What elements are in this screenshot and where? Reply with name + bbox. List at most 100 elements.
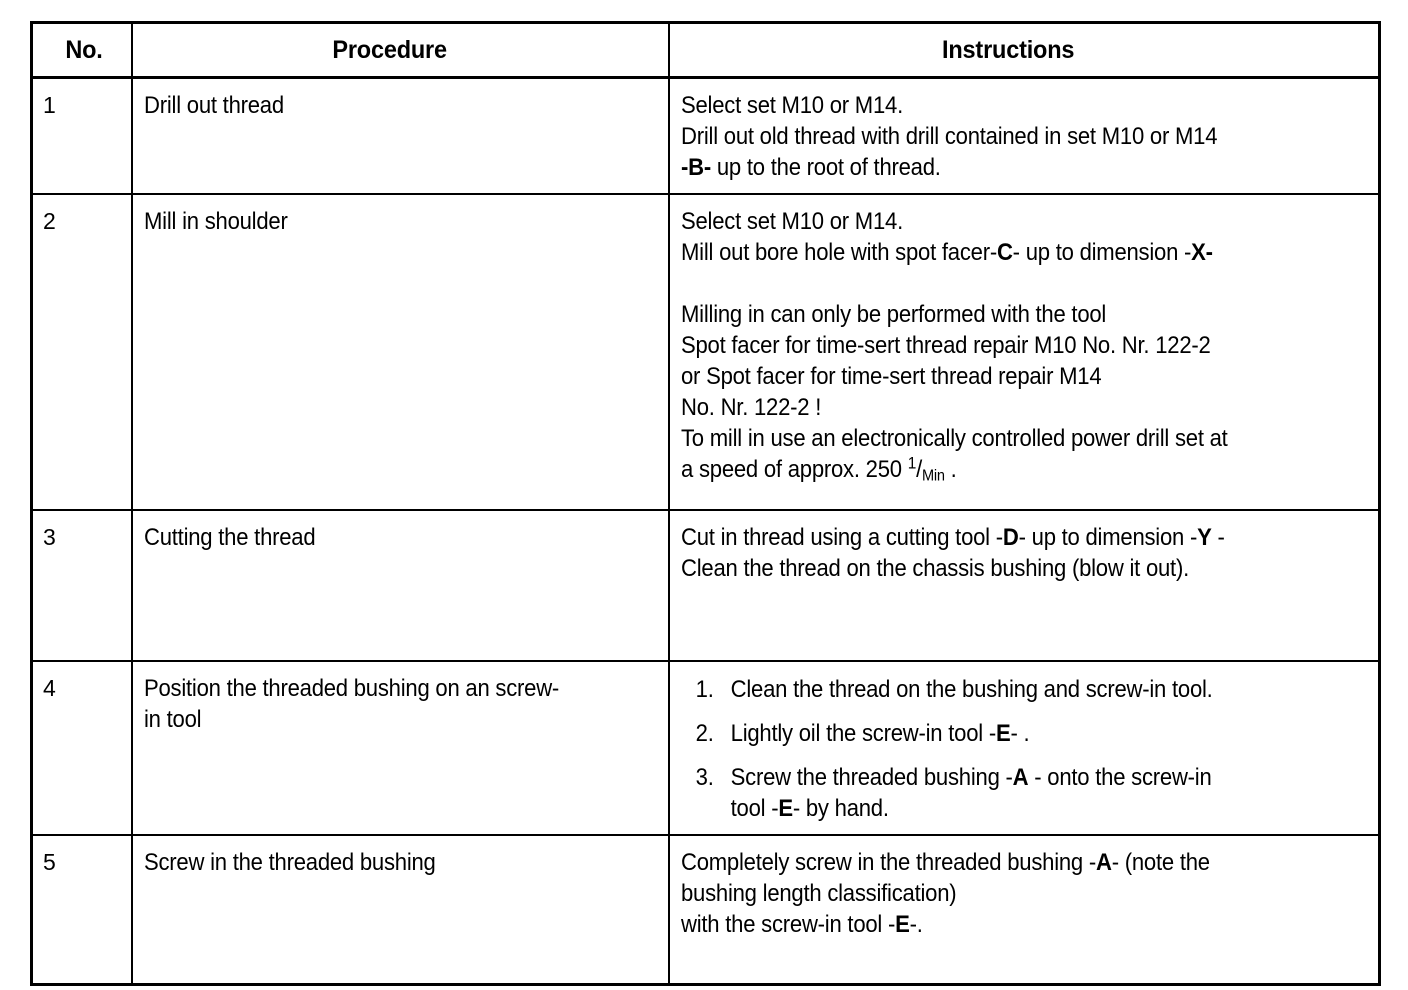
instruction-line: a speed of approx. 250 1/Min . bbox=[681, 454, 1369, 485]
instruction-line: Completely screw in the threaded bushing… bbox=[681, 847, 1369, 878]
list-marker: 1. bbox=[695, 676, 714, 703]
reference-marker: E bbox=[894, 911, 910, 938]
row-number-cell: 4 bbox=[30, 660, 133, 836]
table-row: 3 Cutting the thread Cut in thread using… bbox=[30, 509, 1381, 662]
table-row: 4 Position the threaded bushing on an sc… bbox=[30, 660, 1381, 836]
instructions-text: Select set M10 or M14. Drill out old thr… bbox=[670, 79, 1379, 193]
procedure-text: Mill in shoulder bbox=[133, 195, 668, 247]
instructions-text: Cut in thread using a cutting tool -D- u… bbox=[670, 511, 1379, 594]
procedure-table: No. Procedure Instructions 1 Drill out t… bbox=[30, 21, 1381, 986]
row-number: 4 bbox=[43, 675, 56, 701]
list-item-text: Lightly oil the screw-in tool -E- . bbox=[730, 720, 1029, 747]
procedure-label: Position the threaded bushing on an scre… bbox=[144, 673, 658, 735]
instruction-line: or Spot facer for time-sert thread repai… bbox=[680, 363, 1102, 390]
header-cell-procedure: Procedure bbox=[130, 21, 670, 79]
reference-marker: D bbox=[1002, 524, 1019, 551]
reference-marker: X bbox=[1190, 239, 1206, 266]
row-number: 3 bbox=[43, 524, 56, 550]
instruction-segment: tool - bbox=[730, 795, 778, 822]
instruction-segment: - bbox=[1205, 239, 1213, 266]
fraction-denominator: Min bbox=[921, 467, 945, 485]
reference-marker: E bbox=[995, 720, 1010, 747]
instruction-block: Completely screw in the threaded bushing… bbox=[681, 847, 1369, 940]
list-item: 2. Lightly oil the screw-in tool -E- . bbox=[692, 718, 1369, 749]
header-cell-no: No. bbox=[30, 21, 133, 79]
procedure-text: Position the threaded bushing on an scre… bbox=[133, 662, 668, 745]
header-label-procedure: Procedure bbox=[331, 36, 447, 64]
header-label-instructions: Instructions bbox=[941, 36, 1074, 64]
reference-marker: Y bbox=[1196, 524, 1212, 551]
rpm-fraction: 1/Min bbox=[907, 453, 945, 485]
instructions-cell: Select set M10 or M14. Drill out old thr… bbox=[667, 76, 1381, 195]
procedure-label: Screw in the threaded bushing bbox=[143, 849, 436, 876]
instruction-segment: Screw the threaded bushing - bbox=[730, 764, 1013, 791]
instruction-segment: - up to dimension - bbox=[1012, 239, 1191, 266]
instruction-line: Mill out bore hole with spot facer-C- up… bbox=[681, 237, 1369, 268]
instruction-line-rest: up to the root of thread. bbox=[710, 154, 941, 181]
instruction-segment: -. bbox=[909, 911, 923, 938]
list-marker: 2. bbox=[695, 720, 714, 747]
instruction-line: Select set M10 or M14. bbox=[680, 92, 903, 119]
instruction-block: Select set M10 or M14. Mill out bore hol… bbox=[681, 206, 1369, 485]
instruction-block: 1. Clean the thread on the bushing and s… bbox=[692, 674, 1369, 824]
procedure-line: in tool bbox=[143, 706, 202, 733]
procedure-label: Drill out thread bbox=[143, 92, 284, 119]
procedure-text: Drill out thread bbox=[133, 79, 668, 131]
row-number: 1 bbox=[43, 92, 56, 118]
instruction-line: Milling in can only be performed with th… bbox=[680, 301, 1106, 328]
header-cell-instructions: Instructions bbox=[667, 21, 1381, 79]
reference-marker: E bbox=[777, 795, 793, 822]
list-marker: 3. bbox=[695, 764, 714, 791]
instruction-line: Clean the thread on the chassis bushing … bbox=[680, 555, 1189, 582]
list-item-line: Screw the threaded bushing -A - onto the… bbox=[730, 762, 1368, 793]
list-item-text: Clean the thread on the bushing and scre… bbox=[730, 676, 1213, 703]
instruction-segment: - . bbox=[1009, 720, 1029, 747]
instruction-line: Select set M10 or M14. bbox=[680, 208, 903, 235]
instructions-text: 1. Clean the thread on the bushing and s… bbox=[670, 662, 1379, 834]
row-number-cell: 2 bbox=[30, 193, 133, 511]
procedure-line: Position the threaded bushing on an scre… bbox=[143, 675, 559, 702]
procedure-label: Mill in shoulder bbox=[143, 208, 288, 235]
table-row: 5 Screw in the threaded bushing Complete… bbox=[30, 834, 1381, 986]
instruction-line: Cut in thread using a cutting tool -D- u… bbox=[681, 522, 1369, 553]
instructions-cell: Select set M10 or M14. Mill out bore hol… bbox=[667, 193, 1381, 511]
instruction-segment: with the screw-in tool - bbox=[680, 911, 895, 938]
instruction-segment: - (note the bbox=[1111, 849, 1210, 876]
list-item-line: tool -E- by hand. bbox=[730, 793, 1368, 824]
row-number-cell: 3 bbox=[30, 509, 133, 662]
fraction-slash: / bbox=[915, 456, 922, 483]
fraction-numerator: 1 bbox=[907, 453, 916, 473]
table-body: 1 Drill out thread Select set M10 or M14… bbox=[30, 76, 1381, 986]
paragraph-spacer bbox=[681, 268, 1369, 299]
list-item-text: Screw the threaded bushing -A - onto the… bbox=[730, 762, 1368, 824]
row-number-cell: 5 bbox=[30, 834, 133, 986]
instructions-cell: Cut in thread using a cutting tool -D- u… bbox=[667, 509, 1381, 662]
table-row: 2 Mill in shoulder Select set M10 or M14… bbox=[30, 193, 1381, 511]
instruction-step-list: 1. Clean the thread on the bushing and s… bbox=[692, 674, 1369, 824]
instruction-line: -B- up to the root of thread. bbox=[681, 152, 1369, 183]
procedure-cell: Position the threaded bushing on an scre… bbox=[130, 660, 670, 836]
instruction-line: Drill out old thread with drill containe… bbox=[680, 123, 1217, 150]
instruction-segment: Lightly oil the screw-in tool - bbox=[730, 720, 996, 747]
instruction-segment: - onto the screw-in bbox=[1027, 764, 1212, 791]
reference-marker: A bbox=[1012, 764, 1028, 791]
procedure-cell: Drill out thread bbox=[130, 76, 670, 195]
reference-marker: C bbox=[996, 239, 1013, 266]
list-item: 1. Clean the thread on the bushing and s… bbox=[692, 674, 1369, 705]
instruction-segment: - bbox=[1211, 524, 1225, 551]
instruction-line: No. Nr. 122-2 ! bbox=[680, 394, 821, 421]
reference-marker: -B- bbox=[680, 154, 711, 181]
instruction-segment: Completely screw in the threaded bushing… bbox=[680, 849, 1096, 876]
row-number-cell: 1 bbox=[30, 76, 133, 195]
instruction-line: bushing length classification) bbox=[680, 880, 957, 907]
instruction-segment: Cut in thread using a cutting tool - bbox=[680, 524, 1003, 551]
procedure-cell: Cutting the thread bbox=[130, 509, 670, 662]
instructions-text: Completely screw in the threaded bushing… bbox=[670, 836, 1379, 950]
header-row: No. Procedure Instructions bbox=[30, 21, 1381, 79]
table-header: No. Procedure Instructions bbox=[30, 21, 1381, 79]
instruction-segment: - by hand. bbox=[792, 795, 889, 822]
row-number: 5 bbox=[43, 849, 56, 875]
procedure-label: Cutting the thread bbox=[143, 524, 316, 551]
procedure-text: Cutting the thread bbox=[133, 511, 668, 563]
